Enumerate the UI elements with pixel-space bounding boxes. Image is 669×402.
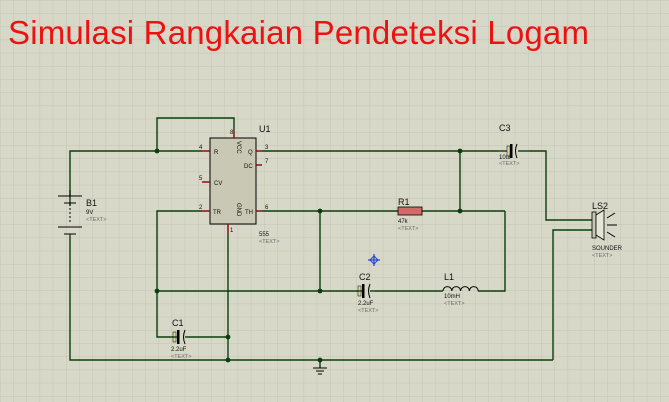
c2-text-label: <TEXT> [358, 308, 378, 314]
c3-value-label: 10uF [499, 155, 513, 161]
u1-pin-tr-label: TR [213, 210, 222, 216]
c1-text-label: <TEXT> [171, 354, 191, 360]
b1-battery[interactable]: B1 9V <TEXT> [58, 190, 106, 236]
b1-ref-label: B1 [86, 198, 97, 208]
b1-text-label: <TEXT> [86, 217, 106, 223]
r1-value-label: 47k [398, 219, 409, 225]
crosshair-cursor-icon [368, 254, 380, 266]
c3-ref-label: C3 [499, 123, 511, 133]
r1-resistor[interactable]: R1 47k <TEXT> [397, 197, 423, 232]
u1-pin-4-number: 4 [199, 145, 203, 151]
u1-timer-555[interactable]: R CV TR Q DC TH VCC GND 4 5 2 3 7 6 8 1 … [199, 124, 279, 245]
ls2-value-label: SOUNDER [592, 246, 623, 252]
u1-pin-r-label: R [214, 150, 219, 156]
u1-pin-dc-label: DC [244, 164, 253, 170]
c2-value-label: 2.2uF [358, 301, 374, 307]
c2-capacitor[interactable]: C2 2.2uF <TEXT> [357, 272, 378, 314]
wires [69, 117, 592, 368]
ls2-ref-label: LS2 [592, 201, 608, 211]
u1-pin-3-number: 3 [265, 145, 269, 151]
u1-pin-2-number: 2 [199, 205, 203, 211]
u1-text-label: <TEXT> [259, 239, 279, 245]
u1-pin-8-number: 8 [230, 130, 234, 136]
u1-pin-6-number: 6 [265, 205, 269, 211]
page-title: Simulasi Rangkaian Pendeteksi Logam [8, 14, 590, 51]
r1-ref-label: R1 [398, 197, 410, 207]
u1-pin-th-label: TH [245, 210, 253, 216]
b1-value-label: 9V [86, 210, 93, 216]
c2-ref-label: C2 [359, 272, 371, 282]
l1-inductor[interactable]: L1 10mH <TEXT> [442, 272, 479, 307]
ls2-sounder[interactable]: LS2 SOUNDER <TEXT> [591, 201, 623, 259]
l1-ref-label: L1 [444, 272, 454, 282]
u1-ref-label: U1 [259, 124, 271, 134]
u1-pin-q-label: Q [248, 150, 253, 156]
junction-dots [154, 148, 463, 363]
u1-value-label: 555 [259, 232, 270, 238]
ground-symbol-icon [313, 367, 327, 375]
r1-text-label: <TEXT> [398, 226, 418, 232]
c1-capacitor[interactable]: C1 2.2uF <TEXT> [171, 318, 191, 360]
c1-ref-label: C1 [172, 318, 184, 328]
ls2-text-label: <TEXT> [592, 253, 612, 259]
c1-value-label: 2.2uF [171, 347, 187, 353]
l1-value-label: 10mH [444, 294, 460, 300]
u1-pin-gnd-label: GND [235, 203, 241, 217]
c3-capacitor[interactable]: C3 10uF <TEXT> [498, 123, 530, 167]
c3-text-label: <TEXT> [499, 161, 519, 167]
u1-pin-1-number: 1 [230, 228, 234, 234]
l1-text-label: <TEXT> [444, 301, 464, 307]
u1-pin-cv-label: CV [214, 181, 222, 187]
u1-pin-5-number: 5 [199, 176, 203, 182]
u1-pin-vcc-label: VCC [235, 141, 241, 154]
u1-pin-7-number: 7 [265, 159, 269, 165]
